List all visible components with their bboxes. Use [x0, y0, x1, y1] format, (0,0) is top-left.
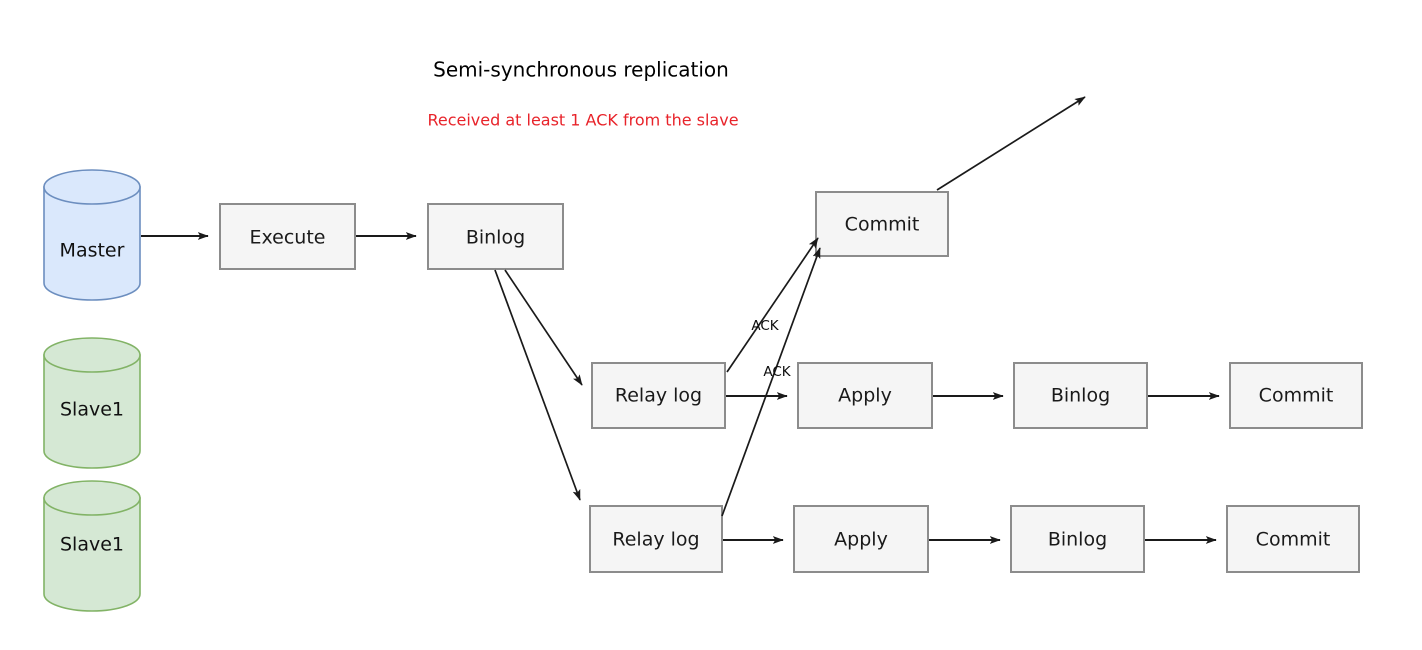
edge-ack-slave1-to-commit [726, 237, 819, 373]
node-slave1-commit-label: Commit [1259, 385, 1334, 407]
node-slave2-relay-log[interactable]: Relay log [589, 505, 723, 573]
node-master-execute[interactable]: Execute [219, 203, 356, 270]
edge-commit-to-client [936, 96, 1086, 191]
node-slave2[interactable]: Slave1 [43, 480, 141, 612]
node-slave1-apply-label: Apply [838, 385, 892, 407]
node-slave1[interactable]: Slave1 [43, 337, 141, 469]
node-master-binlog-label: Binlog [466, 227, 525, 249]
node-master-label: Master [60, 240, 125, 262]
node-slave2-binlog-label: Binlog [1048, 529, 1107, 551]
node-master-commit-label: Commit [845, 214, 920, 236]
edge-binlog-to-slave2-relay [494, 269, 581, 501]
node-slave1-commit[interactable]: Commit [1229, 362, 1363, 429]
node-slave1-relay-log-label: Relay log [615, 385, 702, 407]
node-slave2-relay-log-label: Relay log [612, 529, 699, 551]
node-slave1-apply[interactable]: Apply [797, 362, 933, 429]
diagram-title: Semi-synchronous replication [433, 58, 729, 82]
node-slave2-apply[interactable]: Apply [793, 505, 929, 573]
node-slave2-commit-label: Commit [1256, 529, 1331, 551]
node-master[interactable]: Master [43, 169, 141, 301]
edge-label-ack-slave1: ACK [751, 318, 779, 334]
node-slave1-binlog-label: Binlog [1051, 385, 1110, 407]
diagram-subtitle: Received at least 1 ACK from the slave [427, 111, 738, 130]
node-master-commit[interactable]: Commit [815, 191, 949, 257]
node-slave1-binlog[interactable]: Binlog [1013, 362, 1148, 429]
edge-label-ack-slave2: ACK [763, 364, 791, 380]
node-slave2-commit[interactable]: Commit [1226, 505, 1360, 573]
node-slave1-label: Slave1 [60, 399, 124, 421]
node-master-binlog[interactable]: Binlog [427, 203, 564, 270]
node-slave1-relay-log[interactable]: Relay log [591, 362, 726, 429]
node-slave2-apply-label: Apply [834, 529, 888, 551]
node-slave2-binlog[interactable]: Binlog [1010, 505, 1145, 573]
node-master-execute-label: Execute [250, 227, 326, 249]
edge-ack-slave2-to-commit [721, 247, 821, 517]
edge-binlog-to-slave1-relay [504, 269, 583, 386]
node-slave2-label: Slave1 [60, 534, 124, 556]
